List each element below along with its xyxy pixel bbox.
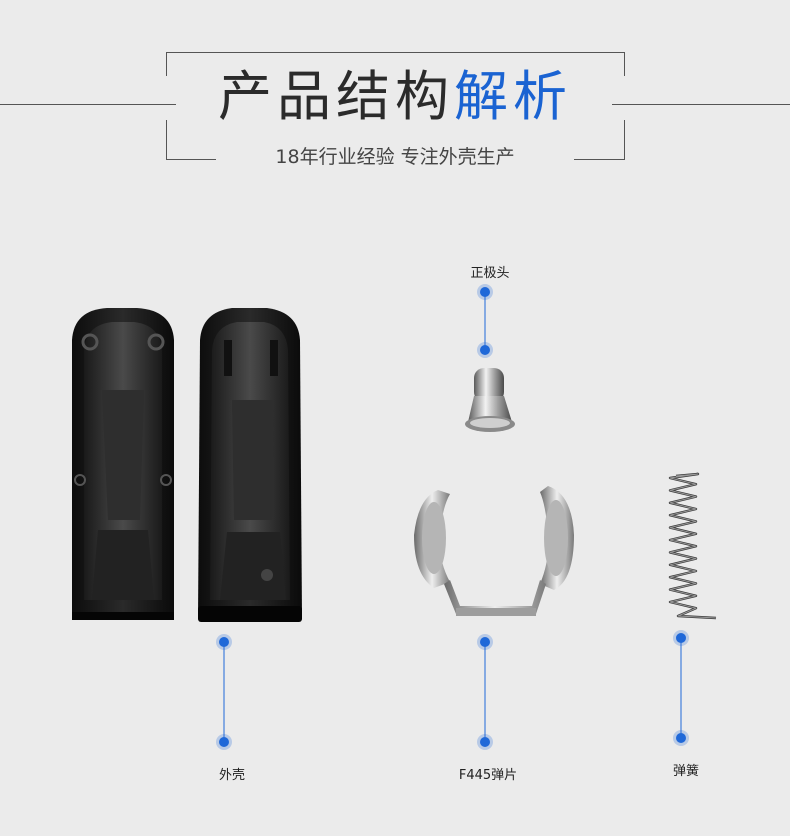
header-frame-top [166,52,625,53]
shell-leader [223,642,225,742]
positive-cap-marker-bottom [480,345,490,355]
header-frame-left-top [166,52,167,76]
spring-clip-image [408,480,580,630]
spring-clip-leader [484,642,486,742]
header-frame-right-top [624,52,625,76]
header-frame-right-bottom [624,120,625,160]
shell-label: 外壳 [218,768,246,783]
spring-clip-marker-bottom [480,737,490,747]
header-frame-bottom-right [574,159,625,160]
page-title: 产品结构解析 [0,62,790,132]
spring-marker-top [676,633,686,643]
positive-cap-marker-top [480,287,490,297]
header-left-rule [0,104,176,105]
spring-marker-bottom [676,733,686,743]
header-frame-bottom-left [166,159,216,160]
coil-spring-image [658,470,722,626]
shell-marker-bottom [219,737,229,747]
spring-clip-label: F445弹片 [458,768,518,783]
spring-label: 弹簧 [672,764,700,779]
positive-cap-leader [484,292,486,350]
spring-leader [680,638,682,738]
battery-shell-halves-image [62,300,332,630]
page-subtitle: 18年行业经验 专注外壳生产 [275,146,515,168]
header-right-rule [612,104,790,105]
spring-clip-marker-top [480,637,490,647]
header-frame-left-bottom [166,120,167,160]
title-accent: 解析 [454,65,572,128]
positive-cap-label: 正极头 [470,266,510,281]
title-main: 产品结构 [218,65,454,128]
shell-marker-top [219,637,229,647]
positive-terminal-cap-image [460,362,520,440]
